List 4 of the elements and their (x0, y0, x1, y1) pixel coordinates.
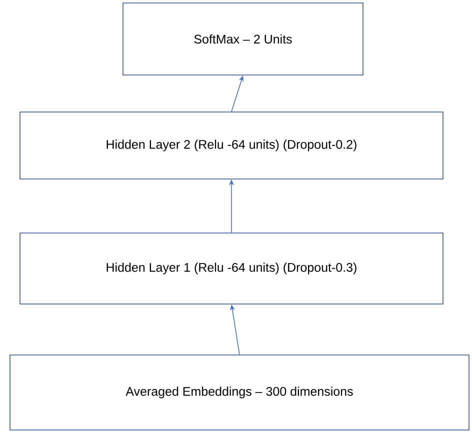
layer-box: Hidden Layer 1 (Relu -64 units) (Dropout-0.3) (20, 232, 444, 304)
layer-box: SoftMax – 2 Units (122, 2, 364, 76)
layer-box: Averaged Embeddings – 300 dimensions (10, 354, 470, 430)
layer-box: Hidden Layer 2 (Relu -64 units) (Dropout-0.2) (20, 112, 444, 180)
